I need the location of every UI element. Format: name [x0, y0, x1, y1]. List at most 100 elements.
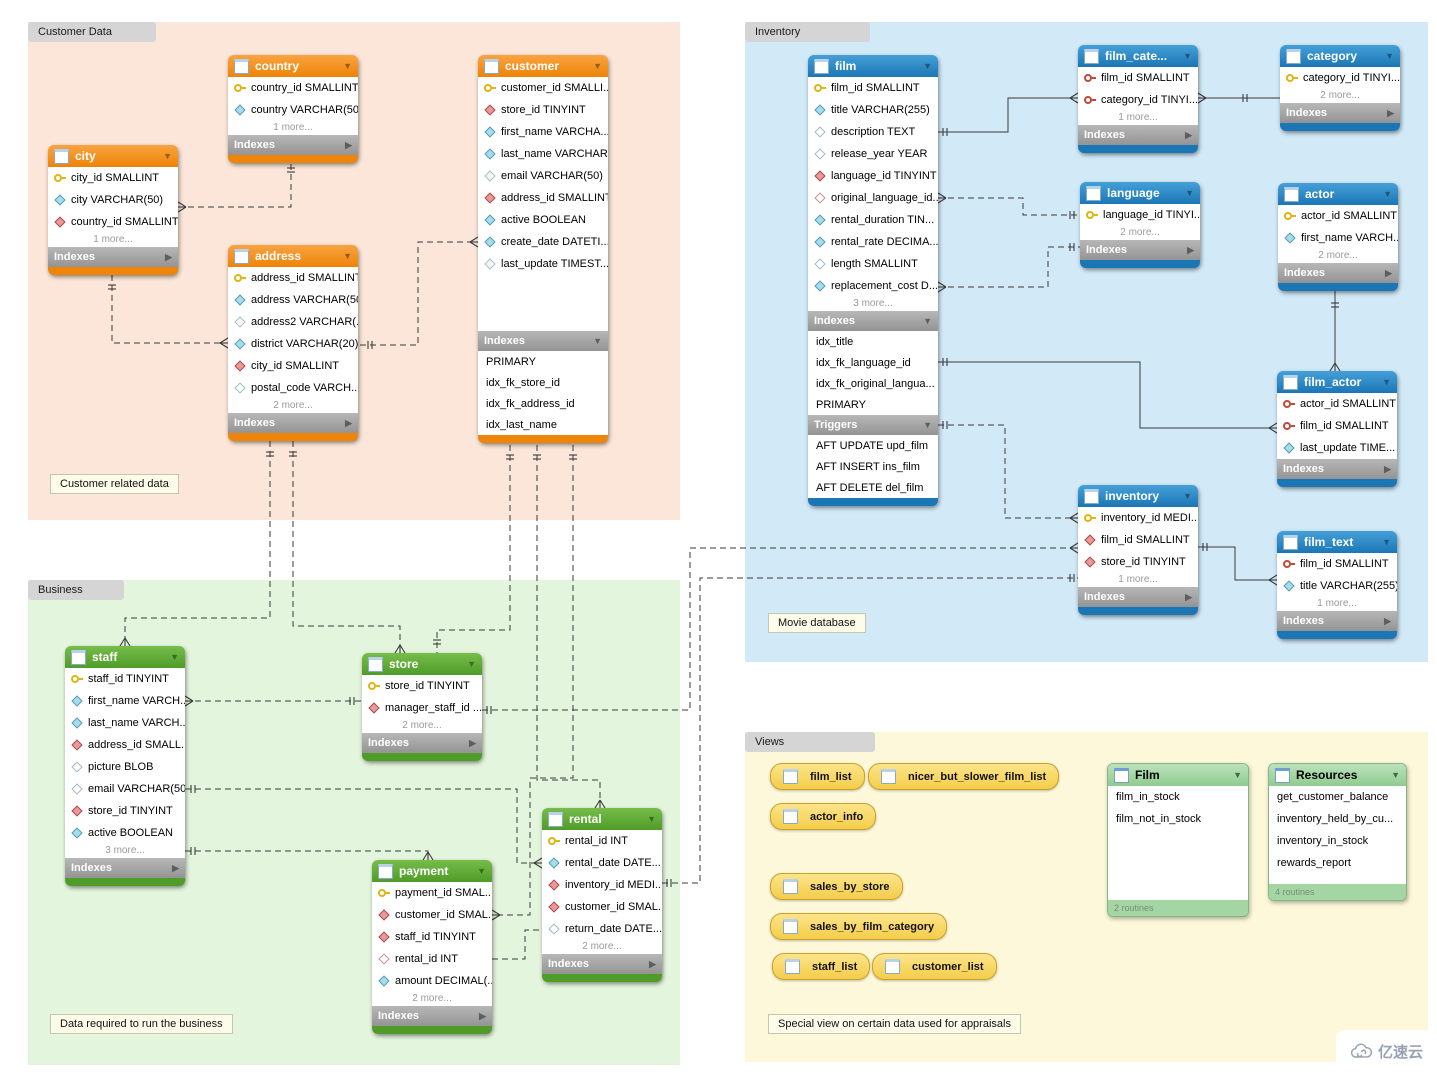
table-header-film_text[interactable]: film_text▼	[1277, 531, 1397, 553]
table-header-country[interactable]: country▼	[228, 55, 358, 77]
collapse-arrow-icon[interactable]: ▼	[1383, 189, 1392, 199]
indexes-bar[interactable]: Indexes▶	[1277, 611, 1397, 631]
collapse-arrow-icon[interactable]: ▼	[170, 652, 179, 662]
expand-arrow-icon[interactable]: ▶	[172, 862, 179, 873]
indexes-bar[interactable]: Indexes▶	[1078, 587, 1198, 607]
table-header-customer[interactable]: customer▼	[478, 55, 608, 77]
collapse-arrow-icon[interactable]: ▼	[1233, 770, 1242, 780]
indexes-bar[interactable]: Indexes▶	[1278, 263, 1398, 283]
routine-group-header[interactable]: Film▼	[1108, 764, 1248, 786]
expand-arrow-icon[interactable]: ▶	[1384, 463, 1391, 474]
expand-arrow-icon[interactable]: ▶	[1185, 129, 1192, 140]
table-header-address[interactable]: address▼	[228, 245, 358, 267]
collapse-arrow-icon[interactable]: ▼	[647, 814, 656, 824]
collapse-arrow-icon[interactable]: ▼	[1183, 491, 1192, 501]
expand-arrow-icon[interactable]: ▶	[1385, 267, 1392, 278]
more-columns[interactable]: 2 more...	[402, 720, 442, 731]
expand-arrow-icon[interactable]: ▶	[649, 958, 656, 969]
table-header-staff[interactable]: staff▼	[65, 646, 185, 668]
expand-arrow-icon[interactable]: ▼	[923, 316, 932, 326]
indexes-bar[interactable]: Indexes▼	[478, 331, 608, 351]
more-columns[interactable]: 1 more...	[1118, 112, 1158, 123]
expand-arrow-icon[interactable]: ▶	[1387, 107, 1394, 118]
view-nicer_but_slower_film_list[interactable]: nicer_but_slower_film_list	[868, 763, 1060, 790]
collapse-arrow-icon[interactable]: ▼	[1185, 188, 1194, 198]
collapse-arrow-icon[interactable]: ▼	[593, 61, 602, 71]
indexes-bar[interactable]: Indexes▶	[65, 858, 185, 878]
view-staff_list[interactable]: staff_list	[772, 953, 871, 980]
indexes-bar[interactable]: Indexes▶	[362, 733, 482, 753]
table-header-payment[interactable]: payment▼	[372, 860, 492, 882]
more-columns[interactable]: 1 more...	[93, 234, 133, 245]
indexes-bar[interactable]: Indexes▶	[228, 413, 358, 433]
expand-arrow-icon[interactable]: ▶	[1187, 244, 1194, 255]
indexes-bar[interactable]: Indexes▶	[1080, 240, 1200, 260]
layer-tab-business[interactable]: Business	[28, 580, 124, 600]
collapse-arrow-icon[interactable]: ▼	[923, 61, 932, 71]
view-sales_by_film_category[interactable]: sales_by_film_category	[770, 913, 948, 940]
expand-arrow-icon[interactable]: ▼	[923, 420, 932, 430]
table-header-film_category[interactable]: film_cate...▼	[1078, 45, 1198, 67]
more-columns[interactable]: 1 more...	[1317, 598, 1357, 609]
table-customer[interactable]: customer▼customer_id SMALLI...store_id T…	[478, 55, 608, 443]
more-columns[interactable]: 2 more...	[273, 400, 313, 411]
collapse-arrow-icon[interactable]: ▼	[343, 251, 352, 261]
indexes-bar[interactable]: Indexes▶	[48, 247, 178, 267]
table-header-category[interactable]: category▼	[1280, 45, 1400, 67]
more-columns[interactable]: 2 more...	[1120, 227, 1160, 238]
indexes-bar[interactable]: Indexes▼	[808, 311, 938, 331]
collapse-arrow-icon[interactable]: ▼	[1382, 377, 1391, 387]
more-columns[interactable]: 1 more...	[1118, 574, 1158, 585]
view-sales_by_store[interactable]: sales_by_store	[770, 873, 903, 900]
more-columns[interactable]: 3 more...	[105, 845, 145, 856]
more-columns[interactable]: 2 more...	[1318, 250, 1358, 261]
more-columns[interactable]: 1 more...	[273, 122, 313, 133]
more-columns[interactable]: 3 more...	[853, 298, 893, 309]
collapse-arrow-icon[interactable]: ▼	[343, 61, 352, 71]
collapse-arrow-icon[interactable]: ▼	[477, 866, 486, 876]
collapse-arrow-icon[interactable]: ▼	[467, 659, 476, 669]
layer-tab-views[interactable]: Views	[745, 732, 875, 752]
table-payment[interactable]: payment▼payment_id SMAL...customer_id SM…	[372, 860, 492, 1034]
triggers-bar[interactable]: Triggers▼	[808, 415, 938, 435]
indexes-bar[interactable]: Indexes▶	[1280, 103, 1400, 123]
more-columns[interactable]: 2 more...	[1320, 90, 1360, 101]
indexes-bar[interactable]: Indexes▶	[372, 1006, 492, 1026]
expand-arrow-icon[interactable]: ▶	[469, 737, 476, 748]
table-header-film[interactable]: film▼	[808, 55, 938, 77]
collapse-arrow-icon[interactable]: ▼	[163, 151, 172, 161]
layer-tab-customer-data[interactable]: Customer Data	[28, 22, 156, 42]
expand-arrow-icon[interactable]: ▶	[479, 1010, 486, 1021]
collapse-arrow-icon[interactable]: ▼	[1385, 51, 1394, 61]
table-header-store[interactable]: store▼	[362, 653, 482, 675]
table-header-city[interactable]: city▼	[48, 145, 178, 167]
table-category[interactable]: category▼category_id TINYI...2 more...In…	[1280, 45, 1400, 131]
collapse-arrow-icon[interactable]: ▼	[1391, 770, 1400, 780]
indexes-bar[interactable]: Indexes▶	[228, 135, 358, 155]
table-header-actor[interactable]: actor▼	[1278, 183, 1398, 205]
table-language[interactable]: language▼language_id TINYI...2 more...In…	[1080, 182, 1200, 268]
expand-arrow-icon[interactable]: ▶	[345, 139, 352, 150]
more-columns[interactable]: 2 more...	[582, 941, 622, 952]
expand-arrow-icon[interactable]: ▼	[593, 336, 602, 346]
routine-group-header[interactable]: Resources▼	[1269, 764, 1406, 786]
more-columns[interactable]: 2 more...	[412, 993, 452, 1004]
collapse-arrow-icon[interactable]: ▼	[1382, 537, 1391, 547]
table-header-film_actor[interactable]: film_actor▼	[1277, 371, 1397, 393]
indexes-bar[interactable]: Indexes▶	[1078, 125, 1198, 145]
collapse-arrow-icon[interactable]: ▼	[1183, 51, 1192, 61]
table-header-language[interactable]: language▼	[1080, 182, 1200, 204]
